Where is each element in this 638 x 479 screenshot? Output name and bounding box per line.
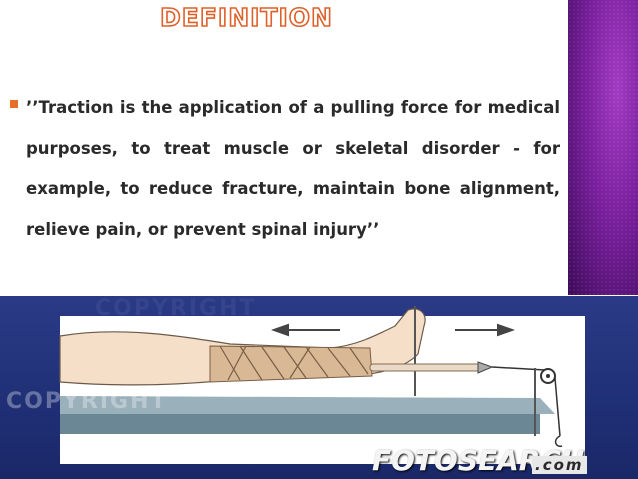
bullet-icon	[10, 100, 18, 108]
definition-text: ’’Traction is the application of a pulli…	[26, 98, 560, 239]
slide-title: DEFINITION	[159, 2, 333, 33]
watermark-brand-ext: .com	[532, 456, 587, 474]
traction-illustration: COPYRIGHT COPYRIGHT FOTOSEARCH .com	[0, 296, 638, 479]
leg-traction-drawing	[59, 306, 563, 448]
watermark-top: COPYRIGHT	[95, 296, 257, 321]
watermark-copyright: COPYRIGHT	[6, 389, 168, 414]
decorative-side-band	[568, 0, 638, 295]
